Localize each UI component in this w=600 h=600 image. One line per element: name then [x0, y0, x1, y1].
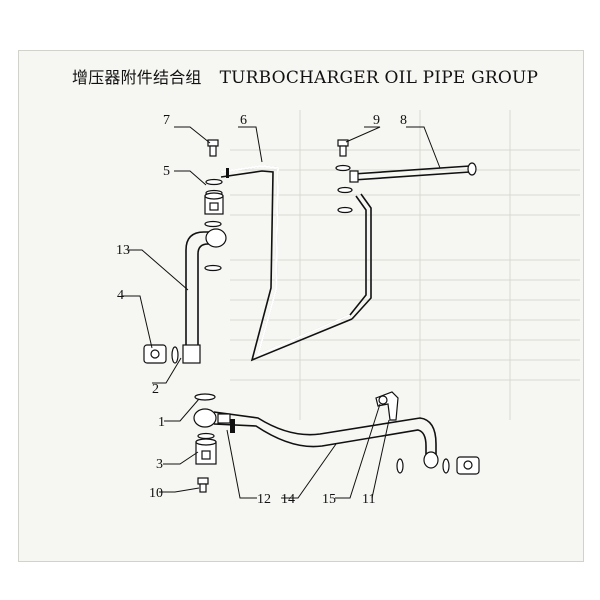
callout-9: 9: [373, 113, 380, 128]
callout-11: 11: [362, 492, 375, 507]
part-9-banjo-bolt: [335, 139, 351, 172]
background-table-lines: [230, 110, 580, 420]
part-14-oil-pipe: [193, 408, 439, 469]
callout-2: 2: [152, 382, 159, 397]
callout-6: 6: [240, 113, 247, 128]
callout-4: 4: [117, 288, 124, 303]
part-8-oil-pipe: [349, 162, 477, 183]
part-6-oil-pipe: [220, 164, 372, 362]
part-14-end-fitting: [396, 456, 480, 475]
part-3-banjo-fitting: [195, 432, 217, 465]
part-5-banjo-fitting: [204, 178, 224, 215]
callout-3: 3: [156, 457, 163, 472]
leader-lines: [122, 126, 441, 499]
background-parts-table: [18, 50, 584, 562]
callout-14: 14: [281, 492, 295, 507]
callout-15: 15: [322, 492, 336, 507]
title-chinese: 增压器附件结合组: [72, 68, 202, 87]
diagram-title: 增压器附件结合组 TURBOCHARGER OIL PIPE GROUP: [72, 64, 538, 88]
callout-13: 13: [116, 243, 130, 258]
part-4-fitting: [143, 344, 179, 364]
callout-labels: 7 5 6 9 8 13 4 2 1 3 10 12 14 15 11: [116, 113, 407, 507]
part-10-bolt: [197, 477, 209, 493]
part-1-washer: [194, 393, 216, 401]
callout-8: 8: [400, 113, 407, 128]
callout-12: 12: [257, 492, 271, 507]
part-7-banjo-bolt: [207, 139, 219, 157]
callout-10: 10: [149, 486, 163, 501]
callout-5: 5: [163, 164, 170, 179]
title-english: TURBOCHARGER OIL PIPE GROUP: [219, 68, 539, 88]
callout-7: 7: [163, 113, 170, 128]
part-13-oil-pipe: [182, 220, 227, 364]
callout-1: 1: [158, 415, 165, 430]
